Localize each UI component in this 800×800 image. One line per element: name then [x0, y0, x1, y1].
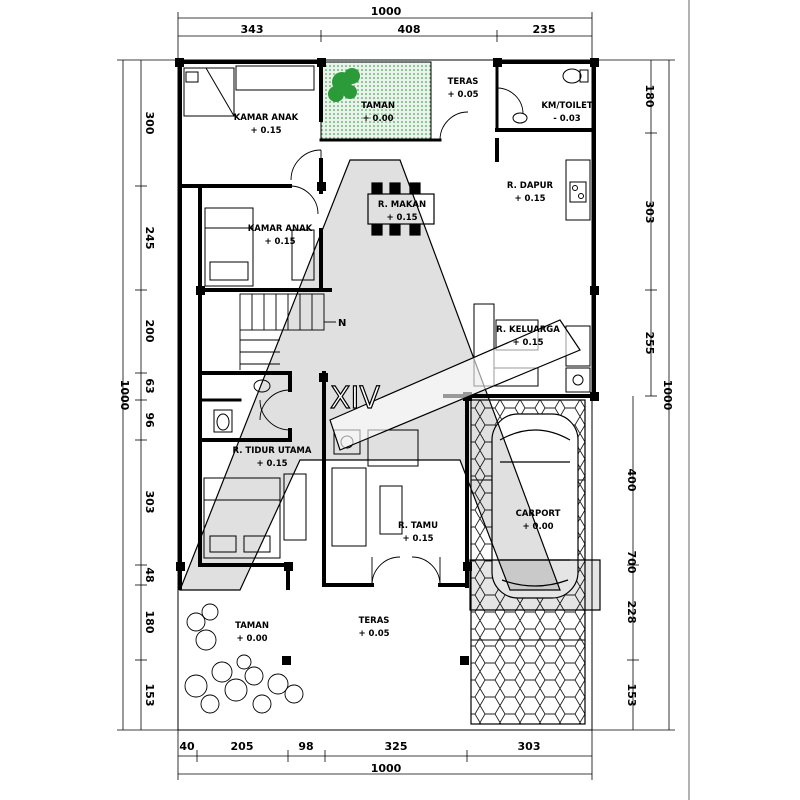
dim-left-seg: 245 — [143, 227, 156, 250]
bed-kamar-anak-1 — [183, 65, 315, 117]
dim-left-seg: 180 — [143, 611, 156, 634]
stairs — [239, 293, 336, 370]
dim-bottom-seg: 40 — [179, 740, 195, 753]
bed-kamar-anak-2 — [204, 207, 315, 287]
dim-top-total: 1000 — [371, 5, 402, 18]
room-level-kamar-anak-2: + 0.15 — [264, 237, 295, 247]
room-level-tidur-utama: + 0.15 — [256, 459, 287, 469]
dim-left-seg: 200 — [143, 320, 156, 343]
dim-bottom-seg: 325 — [385, 740, 408, 753]
room-label-tidur-utama: R. TIDUR UTAMA — [233, 446, 312, 456]
garden-shrubs — [184, 603, 304, 714]
dim-left-seg: 48 — [143, 567, 156, 582]
room-label-makan: R. MAKAN — [378, 200, 426, 210]
dim-left-seg: 153 — [143, 684, 156, 707]
room-level-makan: + 0.15 — [386, 213, 417, 223]
dim-top-seg: 408 — [398, 23, 421, 36]
dim-right-seg: 400 — [625, 469, 638, 492]
dim-left-seg: 63 — [143, 378, 156, 393]
dim-bottom-total: 1000 — [371, 762, 402, 775]
stair-direction-mark: N — [338, 318, 346, 329]
room-level-teras-top: + 0.05 — [447, 90, 478, 100]
room-level-dapur: + 0.15 — [514, 194, 545, 204]
room-label-dapur: R. DAPUR — [507, 181, 554, 191]
dim-right-seg: 255 — [643, 332, 656, 355]
room-label-carport: CARPORT — [516, 509, 561, 519]
room-level-taman-top: + 0.00 — [362, 114, 393, 124]
room-label-taman-bottom: TAMAN — [235, 621, 269, 631]
dim-top-seg: 235 — [533, 23, 556, 36]
dim-bottom-seg: 98 — [298, 740, 313, 753]
dim-left-seg: 303 — [143, 491, 156, 514]
room-level-keluarga: + 0.15 — [512, 338, 543, 348]
car — [491, 413, 579, 599]
tree-top-garden — [328, 68, 360, 102]
room-label-kamar-anak-1: KAMAR ANAK — [234, 113, 299, 123]
room-level-carport: + 0.00 — [522, 522, 553, 532]
dim-right-seg: 700 — [625, 551, 638, 574]
dim-right-seg: 228 — [625, 601, 638, 624]
dining-set — [367, 182, 435, 236]
dim-right-total: 1000 — [661, 380, 674, 411]
room-label-taman-top: TAMAN — [361, 101, 395, 111]
room-level-km-toilet: - 0.03 — [553, 114, 581, 124]
room-label-km-toilet: KM/TOILET — [541, 101, 593, 111]
dim-bottom-seg: 205 — [231, 740, 254, 753]
room-label-tamu: R. TAMU — [398, 521, 438, 531]
room-level-taman-bottom: + 0.00 — [236, 634, 267, 644]
door-swings — [259, 87, 524, 586]
room-label-keluarga: R. KELUARGA — [496, 325, 560, 335]
bathroom-fixtures — [213, 379, 271, 433]
dimension-lines — [117, 0, 690, 800]
watermark-text: XIV — [330, 381, 380, 416]
toilet-fixtures — [512, 68, 589, 124]
room-label-teras-bottom: TERAS — [359, 616, 390, 626]
dim-right-seg: 180 — [643, 85, 656, 108]
dim-left-seg: 300 — [143, 112, 156, 135]
dim-left-total: 1000 — [118, 380, 131, 411]
room-label-kamar-anak-2: KAMAR ANAK — [248, 224, 313, 234]
watermark-logo — [179, 159, 601, 611]
dim-right-seg: 153 — [625, 684, 638, 707]
room-label-teras-top: TERAS — [448, 77, 479, 87]
dim-right-seg: 303 — [643, 201, 656, 224]
dim-left-seg: 96 — [143, 412, 156, 428]
room-level-kamar-anak-1: + 0.15 — [250, 126, 281, 136]
room-level-tamu: + 0.15 — [402, 534, 433, 544]
dim-bottom-seg: 303 — [518, 740, 541, 753]
dim-top-seg: 343 — [241, 23, 264, 36]
kitchen-fixtures — [565, 159, 591, 221]
room-level-teras-bottom: + 0.05 — [358, 629, 389, 639]
